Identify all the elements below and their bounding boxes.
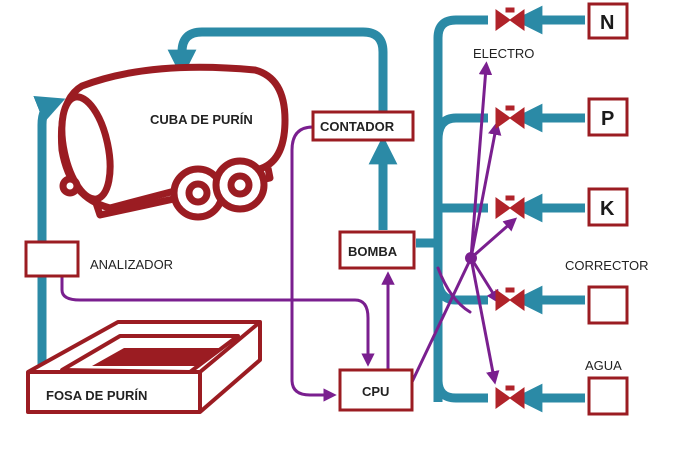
cpu-box bbox=[338, 368, 414, 412]
analizador-box bbox=[24, 240, 80, 278]
signal-contador-to-cpu bbox=[290, 125, 337, 402]
bomba-box bbox=[338, 230, 416, 270]
cuba-end-cap bbox=[58, 93, 114, 203]
manifold-branch-p bbox=[433, 113, 488, 141]
fosa-label: FOSA DE PURÍN bbox=[46, 388, 147, 403]
cuba-wheel-1-hub bbox=[185, 180, 211, 206]
input-box-k bbox=[587, 187, 629, 227]
electro-label: ELECTRO bbox=[473, 46, 534, 61]
valve-k bbox=[495, 195, 525, 219]
corrector-label: CORRECTOR bbox=[565, 258, 649, 273]
signal-network bbox=[60, 61, 518, 402]
pipe-network bbox=[33, 5, 585, 413]
contador-box bbox=[311, 110, 415, 142]
analizador-label: ANALIZADOR bbox=[90, 257, 173, 272]
valves bbox=[495, 7, 525, 409]
signal-hub bbox=[465, 252, 477, 264]
cuba-wheel-2-hub bbox=[227, 172, 253, 198]
input-box-agua bbox=[587, 376, 629, 416]
cuba-tank bbox=[57, 63, 289, 221]
pipe-fosa-to-cuba bbox=[33, 95, 66, 372]
bomba-label: BOMBA bbox=[348, 244, 398, 259]
valve-agua bbox=[495, 385, 525, 409]
manifold-branch-agua bbox=[433, 379, 488, 403]
signal-cpu-to-hub bbox=[410, 256, 473, 384]
signal-hub-to-corrector bbox=[469, 256, 500, 304]
fosa-pit bbox=[26, 320, 262, 414]
input-box-n bbox=[587, 2, 629, 40]
cuba-outlet bbox=[59, 175, 81, 197]
cuba-label: CUBA DE PURÍN bbox=[150, 112, 253, 127]
cpu-label: CPU bbox=[362, 384, 389, 399]
signal-hub-to-p bbox=[469, 121, 502, 260]
signal-hub-arc bbox=[436, 266, 472, 314]
valve-electro bbox=[495, 7, 525, 31]
input-label-k: K bbox=[600, 198, 615, 220]
contador-label: CONTADOR bbox=[320, 119, 395, 134]
input-box-p bbox=[587, 97, 629, 137]
input-box-corrector bbox=[587, 285, 629, 325]
agua-label: AGUA bbox=[585, 358, 622, 373]
manifold-vertical bbox=[433, 15, 488, 402]
input-boxes bbox=[587, 2, 629, 416]
signal-analizador-to-cpu bbox=[60, 275, 375, 367]
pipe-contador-to-cuba bbox=[167, 27, 388, 112]
manifold-branch-corrector bbox=[433, 277, 488, 305]
valve-p bbox=[495, 105, 525, 129]
fosa-front bbox=[28, 320, 262, 412]
valve-corrector bbox=[495, 287, 525, 311]
signal-hub-to-k bbox=[469, 217, 518, 260]
fosa-liquid bbox=[92, 348, 224, 366]
input-label-p: P bbox=[601, 108, 614, 130]
signal-hub-to-agua bbox=[469, 256, 500, 385]
input-label-n: N bbox=[600, 12, 614, 34]
signal-hub-to-electro bbox=[469, 61, 493, 260]
